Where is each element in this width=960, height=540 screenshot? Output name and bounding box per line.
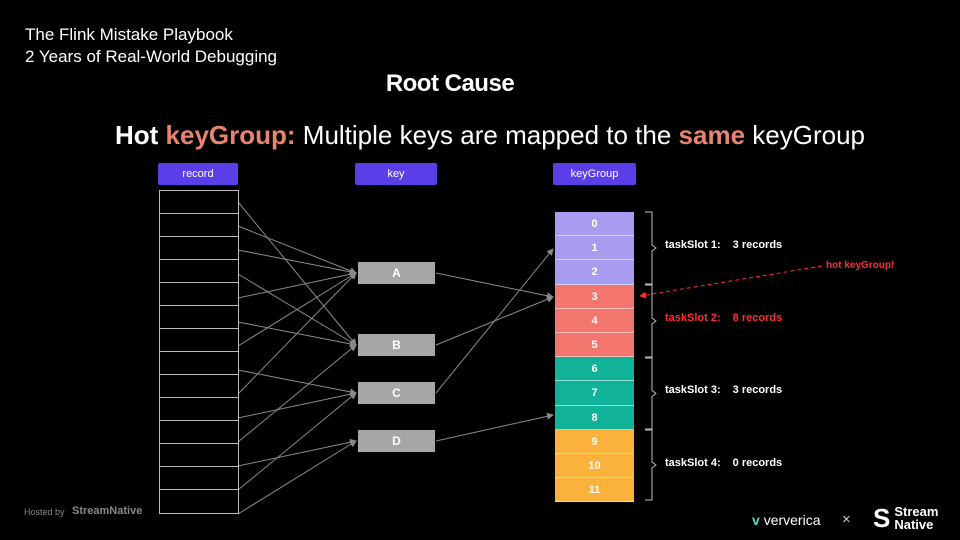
headline-middle: Multiple keys are mapped to the — [295, 120, 679, 150]
streamnative-logo: S Stream Native — [873, 505, 938, 531]
record-row — [160, 375, 238, 398]
record-to-key-arrow — [237, 249, 357, 276]
slot-label-2: taskSlot 2: 8 records — [665, 312, 782, 324]
slot-label-4: taskSlot 4: 0 records — [665, 457, 782, 469]
record-row — [160, 329, 238, 352]
record-row — [160, 490, 238, 513]
ververica-logo: v ververica — [752, 512, 820, 528]
ververica-wordmark: ververica — [763, 512, 821, 528]
keygroup-cell: 9 — [555, 429, 634, 454]
key-to-keygroup-arrow — [435, 248, 554, 394]
streamnative-mark-icon: S — [873, 503, 891, 533]
slot-brace — [645, 357, 657, 430]
headline-same: same — [678, 120, 746, 150]
keygroup-cell: 5 — [555, 332, 634, 358]
slot-brace — [645, 284, 657, 358]
key-to-keygroup-arrow — [435, 412, 554, 442]
record-row — [160, 444, 238, 467]
record-to-key-arrow — [237, 344, 357, 443]
slot-name: taskSlot 3: — [665, 384, 721, 396]
slot-name: taskSlot 2: — [665, 312, 721, 324]
record-row — [160, 283, 238, 306]
slot-count: 8 records — [732, 312, 783, 324]
slot-count: 3 records — [732, 384, 783, 396]
key-box-c: C — [358, 382, 435, 404]
slot-name: taskSlot 4: — [665, 457, 721, 469]
hot-pointer-arrow — [639, 265, 823, 299]
record-row — [160, 352, 238, 375]
record-row — [160, 191, 238, 214]
record-row — [160, 467, 238, 490]
record-to-key-arrow — [237, 369, 357, 396]
series-title-line1: The Flink Mistake Playbook — [25, 25, 233, 44]
record-row — [160, 398, 238, 421]
headline-keygroup: keyGroup: — [165, 120, 296, 150]
record-row — [160, 237, 238, 260]
keygroup-cell: 4 — [555, 308, 634, 333]
keygroup-cell: 7 — [555, 381, 634, 406]
slot-brace — [645, 429, 657, 501]
record-to-key-arrow — [237, 390, 357, 419]
times-icon: × — [842, 511, 851, 528]
slot-label-1: taskSlot 1: 3 records — [665, 239, 782, 251]
record-row — [160, 421, 238, 444]
record-to-key-arrow — [237, 440, 357, 515]
key-to-keygroup-arrow — [435, 272, 554, 300]
keygroup-column-header: keyGroup — [553, 163, 636, 185]
record-row — [160, 260, 238, 283]
slot-name: taskSlot 1: — [665, 239, 721, 251]
record-to-key-arrow — [237, 438, 357, 467]
key-box-b: B — [358, 334, 435, 356]
keygroup-cell: 1 — [555, 236, 634, 261]
slot-count: 0 records — [732, 457, 783, 469]
hosted-by-label: Hosted by — [24, 507, 65, 517]
record-to-key-arrow — [237, 270, 357, 299]
record-column-header: record — [158, 163, 238, 185]
headline-end: keyGroup — [745, 120, 865, 150]
series-title-line2: 2 Years of Real-World Debugging — [25, 47, 278, 66]
headline: Hot keyGroup: Multiple keys are mapped t… — [0, 120, 960, 151]
record-to-key-arrow — [237, 225, 357, 275]
record-to-key-arrow — [237, 201, 357, 346]
keygroup-cell: 0 — [555, 212, 634, 237]
streamnative-word-1: Stream — [894, 504, 939, 519]
key-box-d: D — [358, 430, 435, 452]
hot-keygroup-note: hot keyGroup! — [826, 260, 895, 271]
keygroup-cell: 8 — [555, 405, 634, 430]
keygroup-cell: 10 — [555, 453, 634, 479]
record-to-key-arrow — [237, 272, 357, 395]
key-column-header: key — [355, 163, 437, 185]
record-row — [160, 306, 238, 329]
series-title: The Flink Mistake Playbook 2 Years of Re… — [25, 24, 277, 68]
streamnative-small-logo: StreamNative — [72, 505, 143, 517]
slide-title: Root Cause — [385, 70, 515, 97]
key-box-a: A — [358, 262, 435, 284]
headline-hot: Hot — [114, 120, 166, 150]
record-table — [159, 190, 239, 514]
keygroup-cell: 3 — [555, 284, 634, 309]
keygroup-cell: 6 — [555, 357, 634, 382]
streamnative-word-2: Native — [894, 517, 934, 532]
record-to-key-arrow — [237, 392, 357, 491]
slot-label-3: taskSlot 3: 3 records — [665, 384, 782, 396]
record-to-key-arrow — [237, 272, 357, 347]
keygroup-cell: 11 — [555, 478, 634, 503]
ververica-mark-icon: v — [752, 512, 760, 528]
keygroup-cell: 2 — [555, 260, 634, 285]
slot-count: 3 records — [732, 239, 783, 251]
record-row — [160, 214, 238, 237]
slot-brace — [645, 211, 657, 285]
